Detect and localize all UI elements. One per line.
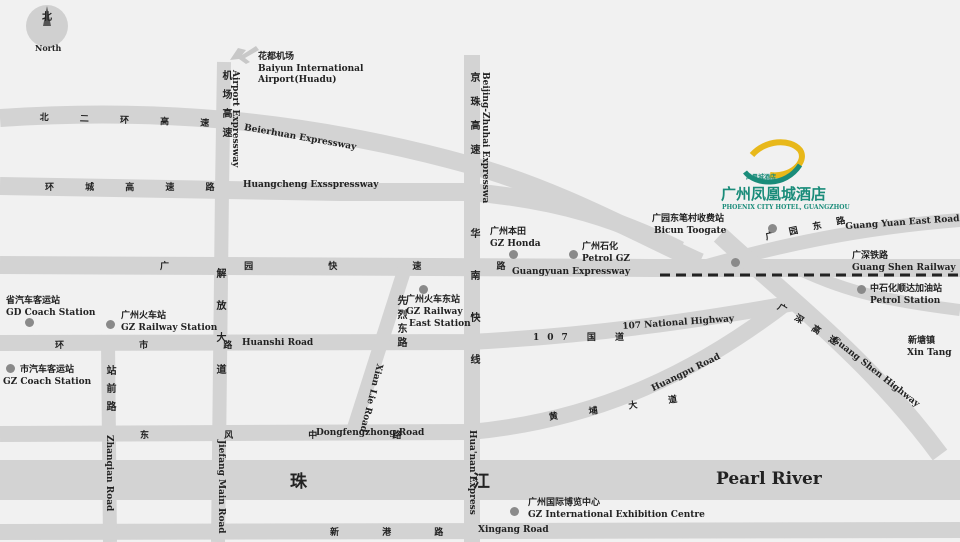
xianlie-cn-label: 先烈东路	[395, 295, 406, 351]
airport-exp-en-label: Airport Expressway	[230, 70, 240, 168]
airport-exp-cn-label: 机场高速	[220, 70, 231, 146]
jiefang-en-label: Jiefang Main Road	[216, 440, 226, 534]
east-rail-en2: East Station	[409, 319, 471, 329]
petrol-gz-marker	[569, 250, 578, 259]
gz-coach-cn: 市汽车客运站	[20, 365, 75, 375]
zhanqian-en-label: Zhanqian Road	[104, 435, 114, 512]
huanshi-en-label: Huanshi Road	[242, 338, 314, 348]
xingang-cn-label: 新 港 路	[330, 528, 464, 538]
xintang-en: Xin Tang	[907, 348, 952, 358]
bicun-en: Bicun Toogate	[654, 226, 727, 236]
xingang-en-label: Xingang Road	[478, 525, 549, 535]
jingzhu-en-label: Beijing-Zhuhai Expresswa	[480, 72, 490, 204]
zhanqian-road	[101, 342, 117, 542]
airport-expressway-road	[211, 61, 231, 542]
gd-coach-en: GD Coach Station	[6, 308, 96, 318]
river-en-label: Pearl River	[716, 469, 822, 489]
airport-label-en2: Airport(Huadu)	[258, 75, 337, 85]
expo-marker	[510, 507, 519, 516]
gz-rail-cn: 广州火车站	[121, 311, 167, 321]
expo-cn: 广州国际博览中心	[528, 498, 601, 508]
huanshi-road	[0, 294, 802, 351]
guangyuan-en-label: Guangyuan Expressway	[512, 267, 631, 277]
dongfeng-cn-label: 东 风 中 路	[140, 431, 438, 441]
airport-label-en1: Baiyun International	[258, 64, 364, 74]
guangyuan-cn-label: 广 园 快 速 路	[160, 262, 542, 272]
compass-cn: 北	[42, 12, 52, 23]
east-rail-marker	[419, 285, 428, 294]
east-rail-cn: 广州火车东站	[406, 295, 461, 305]
huanshi-cn-label: 环 市 路	[55, 341, 269, 351]
huanan-cn-label: 华南快线	[468, 228, 479, 396]
huangpu-road	[469, 293, 795, 440]
railway-cn: 广深铁路	[852, 251, 889, 261]
national107-cn-label: 107 国 道	[533, 333, 633, 343]
dongfeng-en-label: Dongfengzhong Road	[316, 428, 425, 438]
petrol-gz-cn: 广州石化	[582, 242, 619, 252]
railway-en: Guang Shen Railway	[852, 263, 956, 273]
hotel-name-en: PHOENIX CITY HOTEL, GUANGZHOU	[722, 204, 850, 211]
honda-cn: 广州本田	[490, 227, 527, 237]
jiefang-cn-label: 解放大道	[214, 268, 225, 396]
hotel-logo-icon	[743, 139, 805, 185]
bicun-marker	[731, 258, 740, 267]
honda-marker	[509, 250, 518, 259]
hotel-marker	[768, 224, 777, 233]
compass-en: North	[35, 43, 62, 53]
gd-coach-cn: 省汽车客运站	[6, 296, 61, 306]
guangyuan-east-road	[698, 213, 960, 275]
gz-coach-marker	[6, 364, 15, 373]
zhanqian-cn-label: 站前路	[104, 365, 115, 419]
xianlie-road	[345, 265, 412, 437]
expo-en: GZ International Exhibition Centre	[528, 510, 705, 520]
sinopec-cn: 中石化顺达加油站	[870, 284, 943, 294]
jingzhu-cn-label: 京珠高速	[468, 72, 479, 168]
compass-icon	[26, 5, 68, 47]
gz-rail-en: GZ Railway Station	[121, 323, 218, 333]
east-rail-en1: GZ Railway	[406, 307, 463, 317]
gz-rail-marker	[106, 320, 115, 329]
gd-coach-marker	[25, 318, 34, 327]
honda-en: GZ Honda	[490, 239, 541, 249]
gz-coach-en: GZ Coach Station	[3, 377, 92, 387]
dongfengzhong-road	[0, 424, 471, 442]
huangcheng-en-label: Huangcheng Exsspressway	[243, 180, 379, 190]
xintang-cn: 新塘镇	[908, 336, 936, 346]
sinopec-en: Petrol Station	[870, 296, 941, 306]
river-cn-label: 珠 江	[290, 472, 490, 492]
guangshen-highway-road	[713, 228, 948, 461]
airport-label-cn: 花都机场	[258, 52, 295, 62]
airplane-icon	[230, 46, 259, 64]
sinopec-marker	[857, 285, 866, 294]
huangcheng-cn-label: 环 城 高 速 路	[45, 183, 229, 193]
bicun-cn: 广园东笔村收费站	[652, 214, 725, 224]
hotel-logo-small: 凤凰城酒店	[746, 174, 777, 181]
petrol-gz-en: Petrol GZ	[582, 254, 630, 264]
hotel-name-cn: 广州凤凰城酒店	[721, 185, 827, 203]
